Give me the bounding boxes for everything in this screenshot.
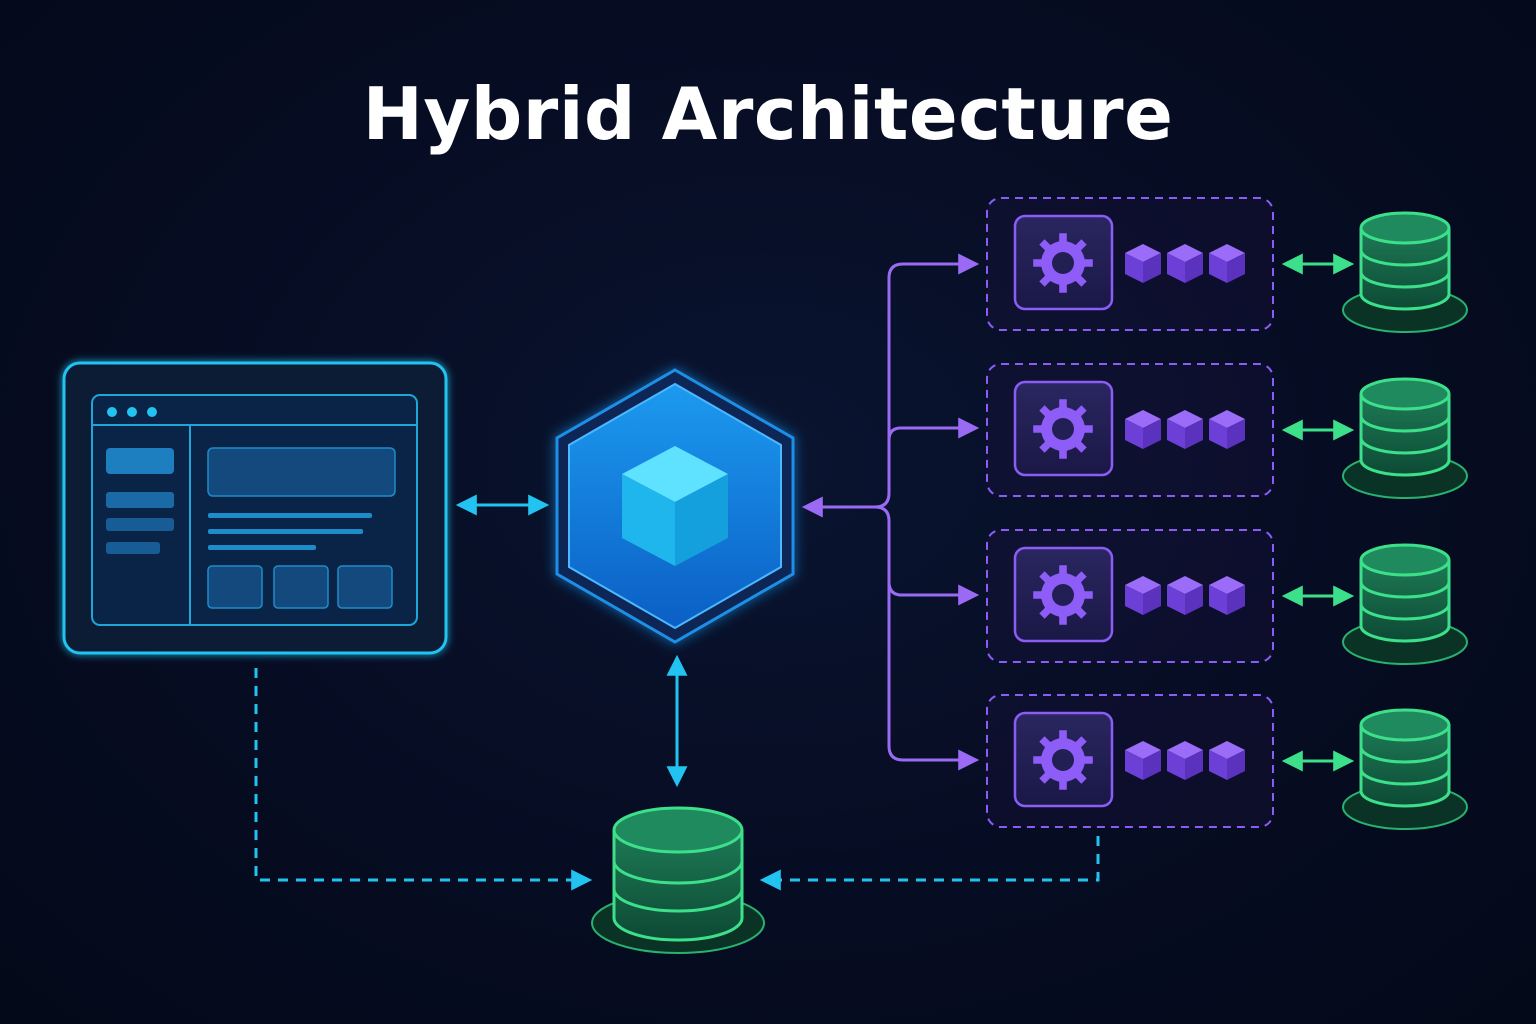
database-icon — [1342, 708, 1468, 830]
database-icon — [591, 806, 765, 954]
frontend-node — [62, 361, 448, 655]
instance-cube-icon — [1209, 576, 1245, 615]
service-node — [986, 694, 1468, 830]
connectors — [254, 253, 1100, 891]
service-node — [986, 197, 1468, 333]
instance-cube-icon — [1209, 244, 1245, 283]
shared-database-node — [591, 806, 765, 954]
instance-cube-icon — [1209, 410, 1245, 449]
database-icon — [1342, 377, 1468, 499]
gear-icon — [1013, 711, 1114, 808]
instance-cube-icon — [1167, 741, 1203, 780]
core-node — [555, 368, 795, 644]
service-node — [986, 529, 1468, 665]
gear-icon — [1013, 214, 1114, 311]
instance-cube-icon — [1167, 244, 1203, 283]
instance-cube-icon — [1209, 741, 1245, 780]
diagram-title: Hybrid Architecture — [362, 72, 1174, 156]
edge-services-shared-db — [759, 836, 1100, 891]
gear-icon — [1013, 380, 1114, 477]
edge-frontend-shared-db — [254, 668, 593, 891]
instance-cube-icon — [1125, 244, 1161, 283]
gear-icon — [1013, 546, 1114, 643]
cube-icon — [622, 446, 728, 566]
database-icon — [1342, 211, 1468, 333]
database-icon — [1342, 543, 1468, 665]
instance-cube-icon — [1125, 410, 1161, 449]
instance-cube-icon — [1125, 576, 1161, 615]
edge-core-services — [801, 253, 980, 771]
instance-cube-icon — [1167, 576, 1203, 615]
services-group — [986, 197, 1468, 830]
instance-cube-icon — [1125, 741, 1161, 780]
service-node — [986, 363, 1468, 499]
browser-window-icon — [91, 394, 418, 626]
instance-cube-icon — [1167, 410, 1203, 449]
